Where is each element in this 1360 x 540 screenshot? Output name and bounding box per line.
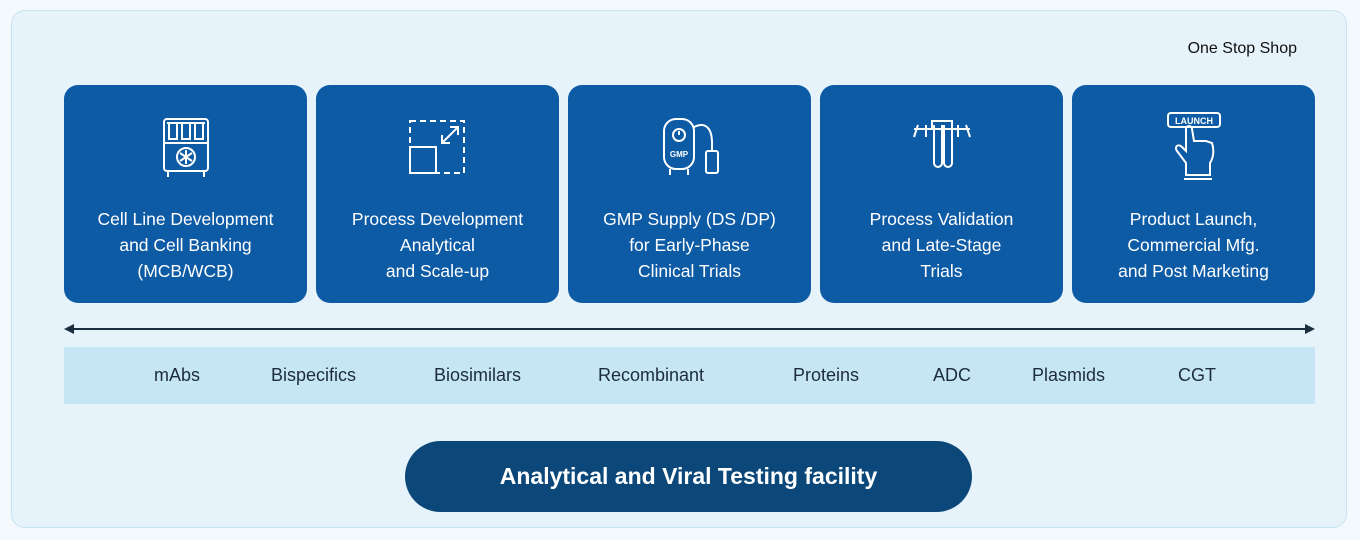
testing-facility-pill: Analytical and Viral Testing facility xyxy=(405,441,972,512)
scale-up-icon xyxy=(408,120,465,174)
double-arrow-line xyxy=(64,324,1315,334)
stage-process-validation: Process Validation and Late-Stage Trials xyxy=(820,85,1063,303)
product-item: ADC xyxy=(933,365,972,385)
product-types-bar: mAbs Bispecifics Biosimilars Recombinant… xyxy=(64,347,1315,404)
one-stop-shop-label: One Stop Shop xyxy=(1187,40,1297,57)
product-item: Plasmids xyxy=(1032,365,1106,385)
stage-label: GMP Supply (DS /DP) for Early-Phase Clin… xyxy=(603,209,776,281)
freezer-vials-icon xyxy=(162,118,209,177)
product-item: Proteins xyxy=(793,365,860,385)
stage-label: Process Development Analytical and Scale… xyxy=(351,209,524,281)
gmp-icon-text: GMP xyxy=(669,150,688,159)
stage-gmp-supply: GMP GMP Supply (DS /DP) for Early-Phase … xyxy=(568,85,811,303)
gmp-bag-icon: GMP xyxy=(662,118,719,175)
stage-cell-line-development: Cell Line Development and Cell Banking (… xyxy=(64,85,307,303)
product-item: Biosimilars xyxy=(434,365,522,385)
stage-process-development: Process Development Analytical and Scale… xyxy=(316,85,559,303)
launch-icon-text: LAUNCH xyxy=(1175,116,1213,126)
product-item: CGT xyxy=(1178,365,1216,385)
stage-row: Cell Line Development and Cell Banking (… xyxy=(64,85,1315,303)
product-item: mAbs xyxy=(154,365,201,385)
stage-label: Process Validation and Late-Stage Trials xyxy=(869,209,1014,281)
stage-label: Cell Line Development and Cell Banking (… xyxy=(97,209,274,281)
launch-button-icon: LAUNCH xyxy=(1166,112,1221,180)
product-item: Recombinant xyxy=(598,365,705,385)
test-tubes-icon xyxy=(912,120,971,168)
stage-product-launch: LAUNCH Product Launch, Commercial Mfg. a… xyxy=(1072,85,1315,303)
product-item: Bispecifics xyxy=(271,365,357,385)
stage-label: Product Launch, Commercial Mfg. and Post… xyxy=(1118,209,1269,281)
